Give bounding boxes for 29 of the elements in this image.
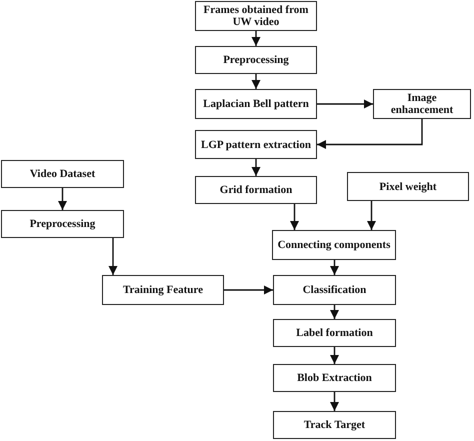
- process-box: Grid formation: [195, 176, 317, 204]
- arrow: [330, 392, 339, 411]
- process-box: Blob Extraction: [273, 364, 396, 392]
- arrow: [252, 159, 260, 176]
- process-box: Laplacian Bell pattern: [195, 89, 317, 119]
- process-box: Track Target: [273, 411, 396, 439]
- arrow: [330, 305, 339, 319]
- process-box: Preprocessing: [1, 210, 124, 238]
- arrow: [330, 347, 339, 364]
- process-box: Frames obtained from UW video: [195, 1, 317, 31]
- arrow: [367, 201, 376, 230]
- arrow: [252, 31, 260, 46]
- process-box: LGP pattern extraction: [195, 130, 317, 159]
- process-box: Label formation: [273, 319, 396, 347]
- arrow: [108, 238, 118, 275]
- process-box: Preprocessing: [195, 46, 317, 74]
- process-box: Classification: [273, 275, 396, 305]
- process-box: Training Feature: [102, 275, 224, 305]
- arrow: [317, 100, 373, 108]
- arrow: [317, 119, 423, 149]
- arrow: [252, 74, 260, 89]
- arrow: [290, 204, 299, 230]
- arrow: [58, 188, 67, 210]
- process-box: Connecting components: [272, 230, 396, 260]
- arrow: [224, 286, 273, 294]
- process-box: Pixel weight: [347, 172, 469, 201]
- arrow: [330, 260, 339, 275]
- process-box: Video Dataset: [1, 160, 124, 188]
- process-box: Image enhancement: [373, 89, 471, 119]
